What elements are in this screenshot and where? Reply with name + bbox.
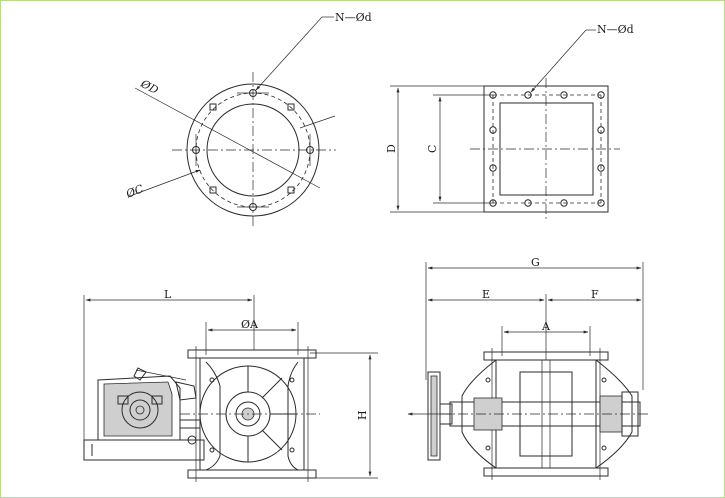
dim-e-label: E	[482, 288, 490, 301]
flange-bolt-holes	[192, 89, 314, 211]
dim-a-label: A	[541, 320, 551, 333]
square-bolt-holes	[489, 91, 605, 207]
bolt-holes-label-right: N—Ød	[597, 23, 634, 36]
square-flange-view: N—Ød D C	[385, 23, 634, 222]
dim-phi-a-label: ØA	[241, 318, 259, 331]
dim-f-label: F	[591, 288, 599, 301]
circular-flange-view: N—Ød ØD ØC	[123, 11, 372, 228]
dim-l-label: L	[164, 288, 172, 301]
side-elevation-view: G E F A	[407, 256, 650, 480]
dim-h-label: H	[356, 410, 369, 420]
dim-g-label: G	[531, 256, 540, 269]
dim-c-label: C	[426, 145, 439, 153]
bolt-holes-label-top: N—Ød	[335, 11, 372, 24]
dia-c-label: ØC	[123, 182, 146, 201]
dia-d-label: ØD	[138, 77, 161, 97]
dim-d-label: D	[385, 144, 398, 153]
front-elevation-view: L ØA H	[83, 288, 378, 482]
